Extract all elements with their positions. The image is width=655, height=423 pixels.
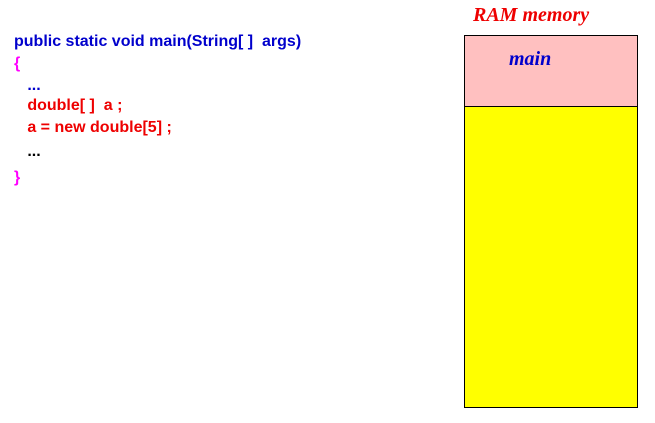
code-line-declaration: double[ ] a ; bbox=[14, 97, 123, 114]
code-line-ellipsis-1: ... bbox=[14, 77, 41, 94]
code-line-close-brace: } bbox=[14, 169, 21, 186]
code-line-allocation: a = new double[5] ; bbox=[14, 119, 172, 136]
stack-frame-main-label: main bbox=[509, 48, 552, 70]
stack-frame-main: main bbox=[465, 36, 637, 107]
free-memory-area bbox=[465, 107, 637, 407]
code-line-open-brace: { bbox=[14, 55, 21, 72]
code-line-signature: public static void main(String[ ] args) bbox=[14, 33, 302, 50]
ram-memory-title: RAM memory bbox=[473, 4, 590, 26]
code-line-ellipsis-2: ... bbox=[14, 143, 41, 160]
ram-memory-box: main bbox=[464, 35, 638, 408]
